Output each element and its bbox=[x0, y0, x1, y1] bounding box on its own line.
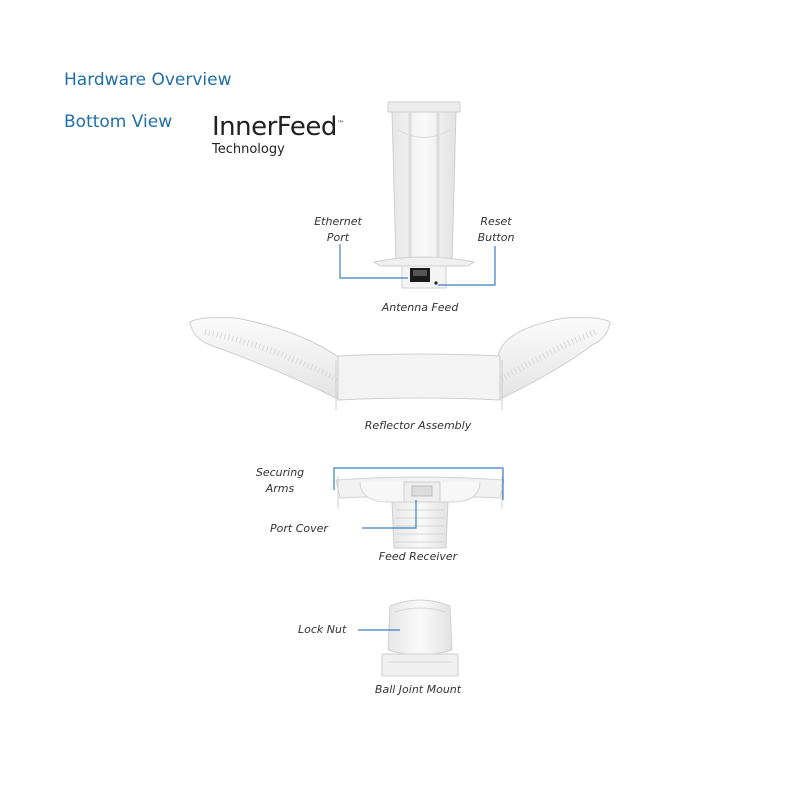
ethernet-port-label-line1: Ethernet bbox=[314, 215, 362, 228]
innerfeed-logo: InnerFeed™ Technology bbox=[212, 112, 344, 157]
reflector-assembly-label: Reflector Assembly bbox=[364, 419, 472, 432]
reset-button-icon bbox=[434, 281, 438, 285]
antenna-feed-illustration bbox=[372, 101, 476, 289]
feed-receiver-label: Feed Receiver bbox=[378, 550, 458, 563]
ethernet-port-label-line2: Port bbox=[326, 231, 350, 244]
ball-joint-mount-illustration bbox=[381, 599, 459, 677]
securing-arms-label-line1: Securing bbox=[255, 466, 305, 479]
ethernet-port-label: Ethernet Port bbox=[314, 214, 362, 246]
feed-receiver-illustration bbox=[335, 476, 505, 549]
antenna-feed-label: Antenna Feed bbox=[381, 301, 459, 314]
reflector-assembly-illustration bbox=[189, 317, 611, 410]
reset-button-label-line1: Reset bbox=[480, 215, 512, 228]
ball-joint-mount-label: Ball Joint Mount bbox=[374, 683, 462, 696]
securing-arms-label-line2: Arms bbox=[265, 482, 295, 495]
logo-text: InnerFeed bbox=[212, 112, 337, 142]
page-title: Hardware Overview bbox=[64, 70, 232, 90]
securing-arms-label: Securing Arms bbox=[256, 465, 304, 497]
lock-nut-label: Lock Nut bbox=[298, 623, 347, 636]
section-subtitle: Bottom View bbox=[64, 112, 173, 132]
logo-tagline: Technology bbox=[212, 142, 285, 157]
trademark-symbol: ™ bbox=[336, 119, 344, 128]
port-cover-label: Port Cover bbox=[270, 522, 328, 535]
reset-button-label: Reset Button bbox=[478, 214, 515, 246]
reset-button-label-line2: Button bbox=[477, 231, 515, 244]
